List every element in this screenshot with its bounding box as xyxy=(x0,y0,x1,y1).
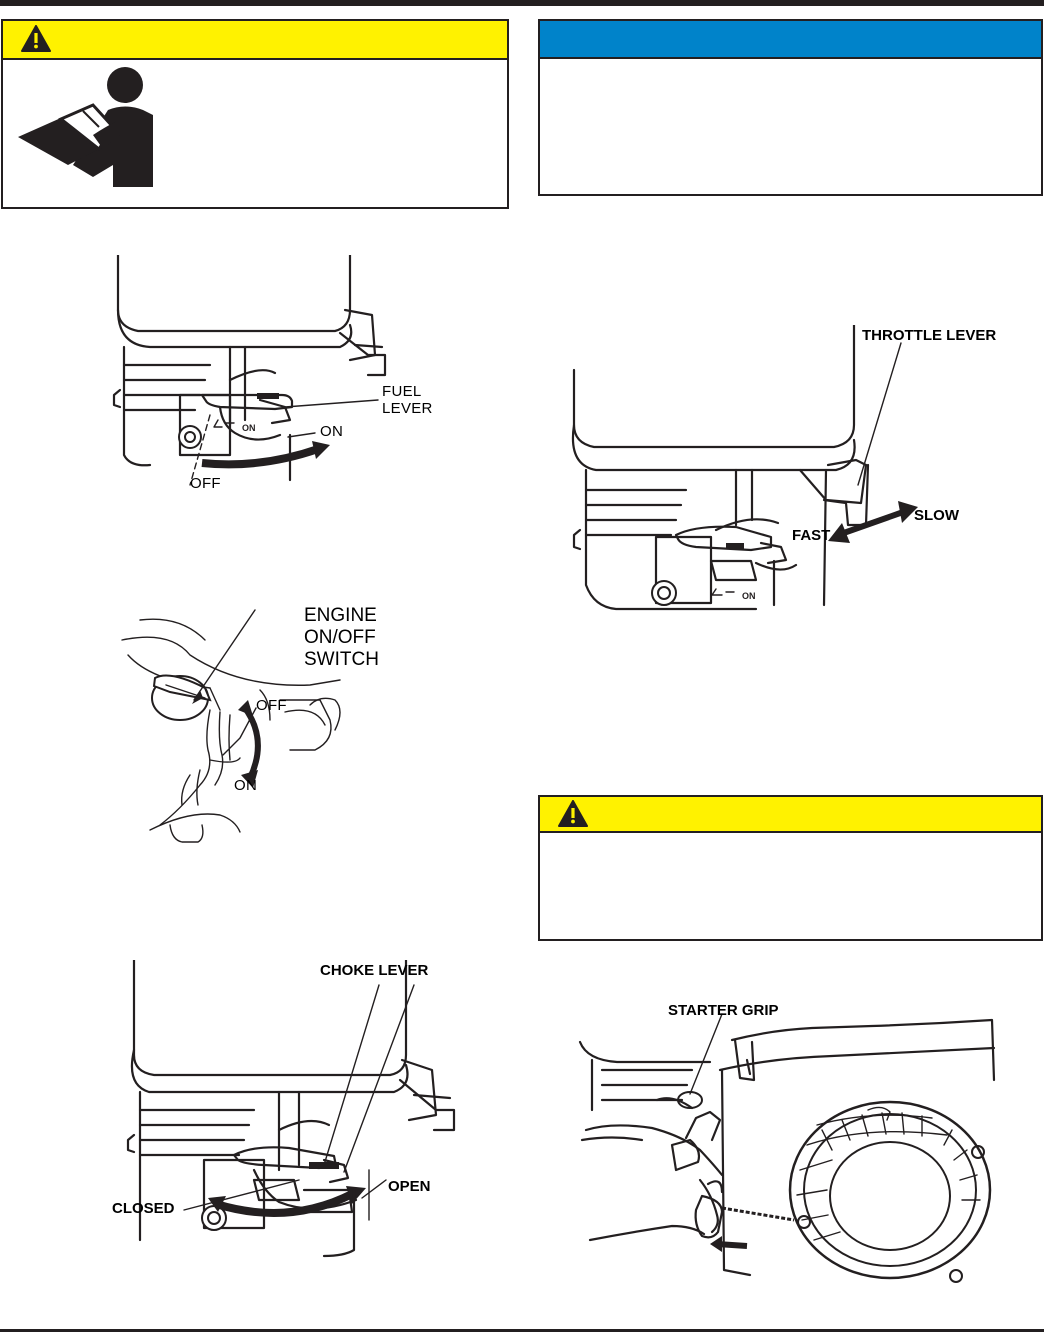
bottom-rule xyxy=(0,1329,1044,1332)
choke-drawing xyxy=(126,960,456,1258)
warning-box-read-manual xyxy=(1,19,509,209)
choke-lever-label: CHOKE LEVER xyxy=(320,962,429,979)
fuel-valve-on-marking: ON xyxy=(242,423,256,433)
notice-box xyxy=(538,19,1043,196)
read-manual-icon xyxy=(18,67,153,187)
fuel-valve-drawing: ON xyxy=(112,255,387,486)
throttle-drawing: ON xyxy=(571,325,918,611)
throttle-slow-label: SLOW xyxy=(914,507,959,524)
switch-on-label: ON xyxy=(234,777,258,794)
notice-header-bar xyxy=(540,21,1041,59)
fuel-lever-label: FUEL LEVER xyxy=(382,383,433,417)
warning-triangle-icon xyxy=(21,25,51,52)
figure-choke: CHOKE LEVER CLOSED OPEN xyxy=(104,960,484,1260)
throttle-lever-label: THROTTLE LEVER xyxy=(862,327,997,344)
fuel-on-label: ON xyxy=(320,423,344,440)
switch-off-label: OFF xyxy=(256,697,287,714)
choke-closed-label: CLOSED xyxy=(112,1200,175,1217)
warning-box-right xyxy=(538,795,1043,941)
warning-header-bar-right xyxy=(540,797,1041,833)
figure-throttle: ON THROTTLE LEVER FAST SLOW xyxy=(566,325,1011,615)
throttle-valve-on-marking: ON xyxy=(742,591,756,601)
choke-open-label: OPEN xyxy=(388,1178,431,1195)
engine-switch-label: ENGINE ON/OFF SWITCH xyxy=(304,605,379,670)
top-rule xyxy=(0,0,1044,6)
figure-fuel-valve: ON FUEL LEVER ON OFF xyxy=(110,255,450,495)
figure-starter: STARTER GRIP xyxy=(572,1000,1002,1290)
figure-engine-switch: ENGINE ON/OFF SWITCH OFF ON xyxy=(110,600,400,860)
starter-drawing xyxy=(578,1013,996,1283)
engine-switch-drawing xyxy=(121,609,341,843)
warning-triangle-icon xyxy=(558,800,588,827)
warning-header-bar xyxy=(3,21,507,60)
starter-grip-label: STARTER GRIP xyxy=(668,1002,779,1019)
fuel-off-label: OFF xyxy=(190,475,221,492)
throttle-fast-label: FAST xyxy=(792,527,831,544)
